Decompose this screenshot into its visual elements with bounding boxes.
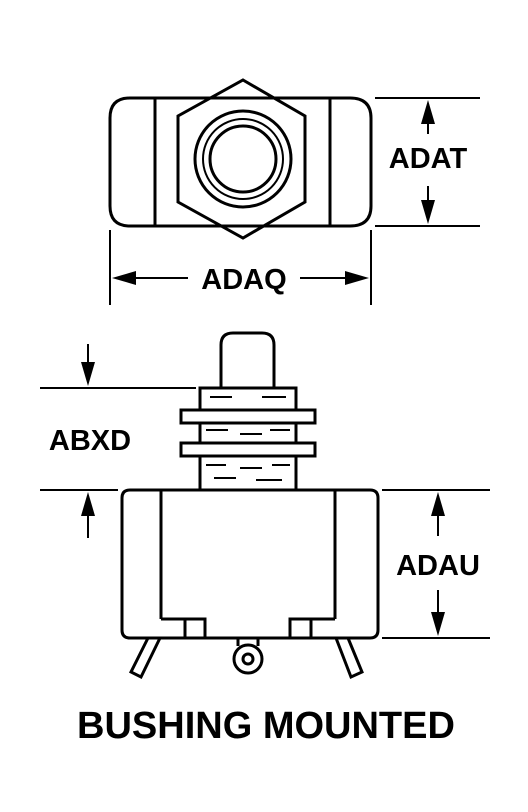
thread-hatching [206, 396, 290, 481]
arrowhead-down [81, 362, 95, 386]
mounting-nut-lower [179, 441, 317, 458]
arrowhead-right [345, 271, 369, 285]
arrowhead-up [421, 100, 435, 124]
dim-label-adaq: ADAQ [201, 264, 286, 296]
mounting-nut-upper [179, 408, 317, 425]
bushing-thread-lower [198, 454, 298, 492]
terminal-right [334, 637, 364, 680]
terminal-left [128, 637, 162, 680]
body-notch [161, 617, 335, 638]
arrowhead-up [81, 492, 95, 516]
toggle-lever [219, 331, 276, 388]
dim-label-adau: ADAU [396, 550, 480, 582]
hex-nut-outline [176, 78, 307, 240]
side-view: ABXD ADAU [40, 331, 490, 680]
bushing-ring-inner [208, 124, 278, 194]
arrowhead-left [112, 271, 136, 285]
terminal-center-hole [241, 652, 255, 666]
top-view: ADAT ADAQ [108, 78, 480, 305]
dim-label-abxd: ABXD [49, 425, 131, 457]
arrowhead-down [431, 612, 445, 636]
arrowhead-up [431, 492, 445, 516]
bushing-ring-middle [202, 118, 284, 200]
switch-body [120, 488, 380, 640]
dim-label-adat: ADAT [389, 143, 468, 175]
bushing-upper [198, 386, 298, 412]
caption: BUSHING MOUNTED [77, 705, 455, 747]
arrowhead-down [421, 200, 435, 224]
terminal-center [236, 638, 260, 646]
bushing-ring-outer [193, 109, 293, 209]
terminal-center-eyelet [232, 643, 264, 675]
